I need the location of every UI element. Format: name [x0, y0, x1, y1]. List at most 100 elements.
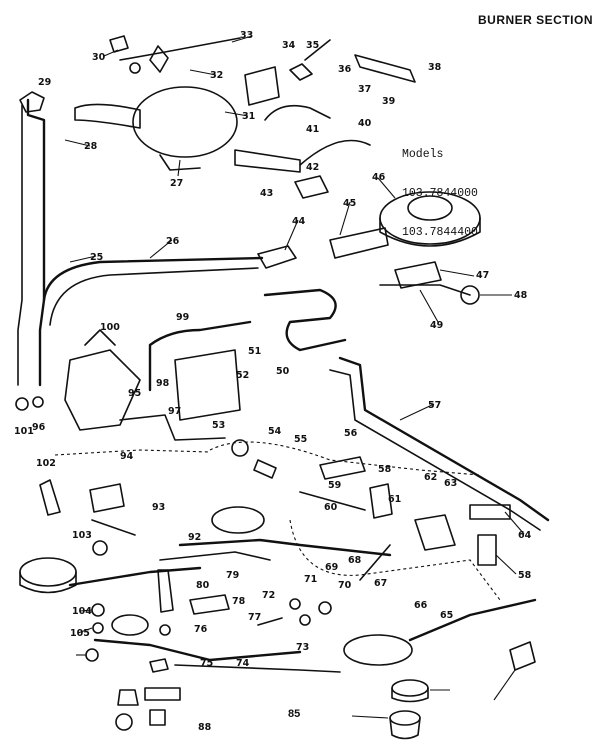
- callout-70: 70: [338, 580, 352, 591]
- part-75: [149, 658, 169, 673]
- leader-lines: [64, 35, 525, 719]
- callout-83: 94: [120, 451, 134, 462]
- part-76: [159, 624, 171, 636]
- burner-arm-79: [178, 538, 392, 557]
- part-72: [289, 598, 301, 610]
- knob-48: [460, 285, 480, 305]
- part-71: [318, 601, 332, 615]
- callout-80: 80: [196, 580, 210, 591]
- callout-25: 25: [90, 252, 103, 263]
- callout-63: 63: [444, 478, 457, 489]
- elbow-29: [19, 91, 45, 113]
- callout-67: 67: [374, 578, 387, 589]
- callout-92: 104: [72, 606, 92, 617]
- callout-64: 64: [518, 530, 532, 541]
- callout-39: 39: [382, 96, 395, 107]
- callout-88: 100: [100, 322, 120, 333]
- callout-99: 88: [198, 722, 212, 733]
- callout-35: 35: [306, 40, 319, 51]
- pipe-28-inner: [17, 104, 23, 386]
- callout-32: 32: [210, 70, 223, 81]
- bracket-30: [109, 35, 129, 53]
- nut-89: [15, 397, 29, 411]
- valve-47: [394, 261, 442, 289]
- callout-75: 75: [200, 658, 213, 669]
- callout-69: 69: [325, 562, 338, 573]
- callout-58a: 58: [378, 464, 392, 475]
- callout-33: 33: [240, 30, 253, 41]
- bracket-64: [469, 504, 511, 520]
- part-91: [92, 540, 108, 556]
- callout-37: 37: [358, 84, 371, 95]
- part-67: [359, 544, 391, 581]
- callout-55: 55: [294, 434, 307, 445]
- callout-85a: 96: [32, 422, 46, 433]
- bracket-34: [244, 66, 280, 106]
- part-42: [234, 149, 301, 173]
- callout-90: 102: [36, 458, 56, 469]
- part-80: [157, 569, 174, 613]
- callout-84: 95: [128, 388, 141, 399]
- part-99: [149, 709, 166, 726]
- part-96: [117, 689, 139, 706]
- callout-68: 68: [348, 555, 362, 566]
- callout-36: 36: [338, 64, 352, 75]
- callout-50: 50: [276, 366, 290, 377]
- callout-46: 46: [372, 172, 386, 183]
- tube-25: [42, 256, 264, 302]
- burner-bowl-center: [211, 506, 265, 534]
- valve-58b: [477, 534, 497, 566]
- model-number-2: 103.7844400: [402, 226, 478, 239]
- part-55: [253, 459, 277, 479]
- gas-line-dashed: [209, 441, 481, 476]
- part-54: [231, 439, 249, 457]
- tube-loop-50: [263, 288, 347, 352]
- orifice-56: [319, 456, 366, 480]
- models-label: Models: [402, 148, 444, 161]
- callout-60: 60: [324, 502, 338, 513]
- bracket-105: [509, 641, 536, 671]
- callout-30: 30: [92, 52, 106, 63]
- callout-52: 52: [236, 370, 249, 381]
- callout-38: 38: [428, 62, 442, 73]
- callout-28: 28: [84, 141, 98, 152]
- part-92: [91, 603, 105, 617]
- callout-57: 57: [428, 400, 441, 411]
- bracket-90: [39, 479, 61, 516]
- models-block: Models 103.7844000 103.7844400: [402, 122, 478, 265]
- callout-81: 92: [188, 532, 201, 543]
- callout-44: 44: [292, 216, 306, 227]
- callout-40: 40: [358, 118, 372, 129]
- fitting-44: [257, 245, 297, 269]
- callout-56: 56: [344, 428, 358, 439]
- part-73: [299, 614, 311, 626]
- burner-bowl-bottom: [111, 614, 149, 636]
- callout-labels: 33 30 34 35 38 32 36 29 37 39 31 40 41 2…: [14, 30, 532, 733]
- nut-85a: [32, 396, 44, 408]
- tube-101: [174, 664, 341, 673]
- callout-47: 47: [476, 270, 489, 281]
- callout-53: 53: [212, 420, 225, 431]
- burner-27-tube: [74, 103, 141, 129]
- callout-89: 101: [14, 426, 34, 437]
- callout-73: 73: [296, 642, 309, 653]
- callout-34: 34: [282, 40, 296, 51]
- bracket-38: [354, 54, 416, 83]
- valve-61: [369, 483, 393, 519]
- callout-31: 31: [242, 111, 255, 122]
- part-82: [91, 519, 136, 536]
- broiler-burner-27: [132, 86, 238, 158]
- callout-91: 103: [72, 530, 92, 541]
- callout-66: 66: [414, 600, 428, 611]
- callout-29: 29: [38, 77, 51, 88]
- thermocouple-35: [289, 39, 331, 81]
- pipe-57: [338, 356, 550, 522]
- callout-41: 41: [306, 124, 319, 135]
- callout-76: 76: [194, 624, 208, 635]
- burner-bowl-left: [19, 557, 77, 587]
- callout-65: 65: [440, 610, 453, 621]
- section-title: BURNER SECTION: [478, 13, 594, 27]
- part-41: [264, 104, 331, 121]
